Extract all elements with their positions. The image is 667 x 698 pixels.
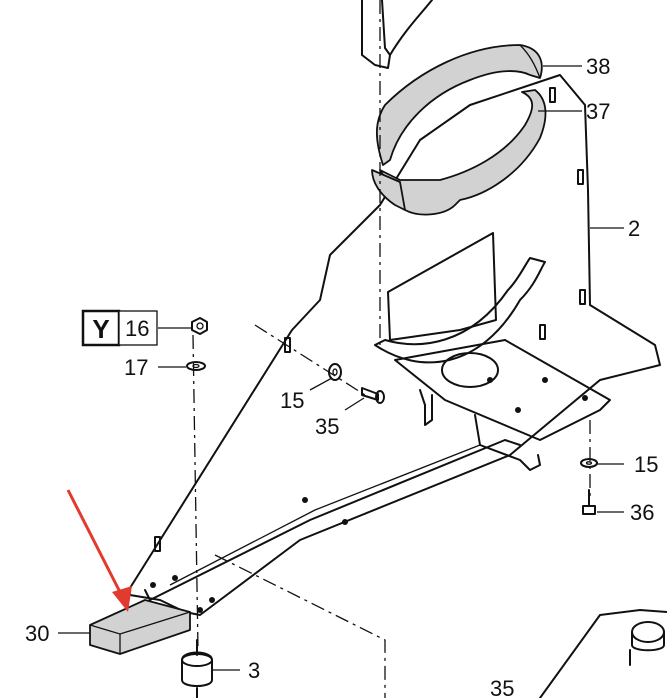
callout-35-left: 35 xyxy=(315,414,339,439)
washer-15-left xyxy=(328,363,342,381)
clamp-band-38 xyxy=(376,44,543,166)
rubber-pad-30 xyxy=(89,599,191,655)
callout-15-left: 15 xyxy=(280,388,304,413)
upper-clamp-fragment xyxy=(361,0,433,69)
main-bracket xyxy=(129,74,661,616)
callout-36: 36 xyxy=(630,500,654,525)
callout-30: 30 xyxy=(25,621,49,646)
view-marker-label: Y xyxy=(92,314,109,344)
vibration-mount-3 xyxy=(181,639,213,698)
callout-37: 37 xyxy=(586,99,610,124)
callout-2: 2 xyxy=(628,216,640,241)
view-marker-y: Y xyxy=(81,309,158,347)
callout-35-bottom: 35 xyxy=(490,676,514,698)
washer-15-right xyxy=(580,458,598,468)
clamp-band-37 xyxy=(371,89,547,216)
callout-16: 16 xyxy=(125,316,149,341)
washer-17 xyxy=(186,361,206,371)
nut-16 xyxy=(191,317,208,335)
callout-17: 17 xyxy=(124,355,148,380)
bolt-36 xyxy=(582,489,596,515)
callout-3: 3 xyxy=(248,658,260,683)
callout-38: 38 xyxy=(586,54,610,79)
callout-15-right: 15 xyxy=(634,452,658,477)
bolt-35-left xyxy=(361,387,385,404)
lower-right-part-fragment xyxy=(539,609,667,698)
red-annotation-arrow xyxy=(66,489,132,612)
